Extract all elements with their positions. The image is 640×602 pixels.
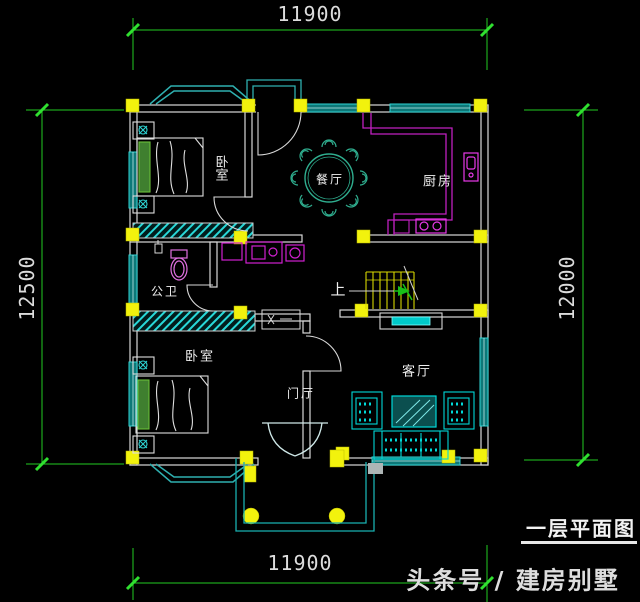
shoe-cabinet — [261, 309, 301, 330]
coffee-table — [391, 395, 437, 428]
stair-direction — [349, 265, 419, 301]
dimension-ticks — [34, 22, 591, 591]
toilet — [170, 249, 188, 281]
nightstands-bottom — [132, 356, 155, 454]
windows — [128, 103, 489, 466]
dimension-top-text: 11900 — [277, 2, 343, 26]
bay-window-top — [149, 85, 255, 105]
nightstands-top — [132, 121, 155, 214]
dimension-lines — [26, 18, 598, 602]
tv-cabinet — [379, 312, 443, 330]
interior-doors — [186, 111, 342, 372]
kitchen-counter — [362, 113, 453, 235]
dimension-bottom-text: 11900 — [267, 551, 333, 575]
label-stair-up: 上 — [330, 280, 348, 299]
bay-window-bottom — [149, 463, 255, 483]
rear-door — [257, 111, 302, 156]
plan-title: 一层平面图 — [526, 516, 636, 541]
armchair-right — [443, 391, 475, 430]
floor-drain — [154, 240, 163, 254]
dining-chairs — [290, 139, 368, 217]
entrance-double-door — [262, 422, 328, 457]
watermark-text: 头条号 / 建房别墅 — [406, 566, 620, 595]
label-kitchen: 厨房 — [422, 174, 454, 190]
bed-top — [136, 137, 204, 197]
kitchen-appliance — [393, 219, 410, 234]
label-dining: 餐厅 — [315, 172, 345, 187]
label-living: 客厅 — [401, 364, 433, 380]
plan-title-underline — [521, 541, 637, 544]
sofa — [373, 430, 449, 460]
label-bedroom-bottom: 卧室 — [184, 349, 216, 365]
rear-door-opening — [256, 103, 301, 114]
rear-porch — [246, 79, 302, 103]
label-bedroom-top: 卧室 — [212, 155, 228, 181]
bedroom-bottom-door — [305, 335, 342, 372]
porch — [235, 458, 375, 532]
dining-table — [290, 139, 368, 217]
dimension-right-text: 12000 — [555, 255, 579, 321]
entry-step — [368, 463, 383, 474]
wash-counter — [221, 241, 305, 264]
label-foyer: 门厅 — [286, 386, 316, 401]
stove — [415, 218, 447, 234]
bed-bottom — [135, 375, 209, 434]
label-bathroom: 公卫 — [150, 284, 180, 299]
armchair-left — [351, 391, 383, 430]
bathroom-door — [186, 284, 214, 312]
columns — [125, 98, 488, 525]
hatched-walls — [132, 222, 256, 332]
dimension-left-text: 12500 — [15, 255, 39, 321]
bedroom-top-door — [213, 196, 249, 232]
kitchen-sink — [463, 152, 479, 182]
